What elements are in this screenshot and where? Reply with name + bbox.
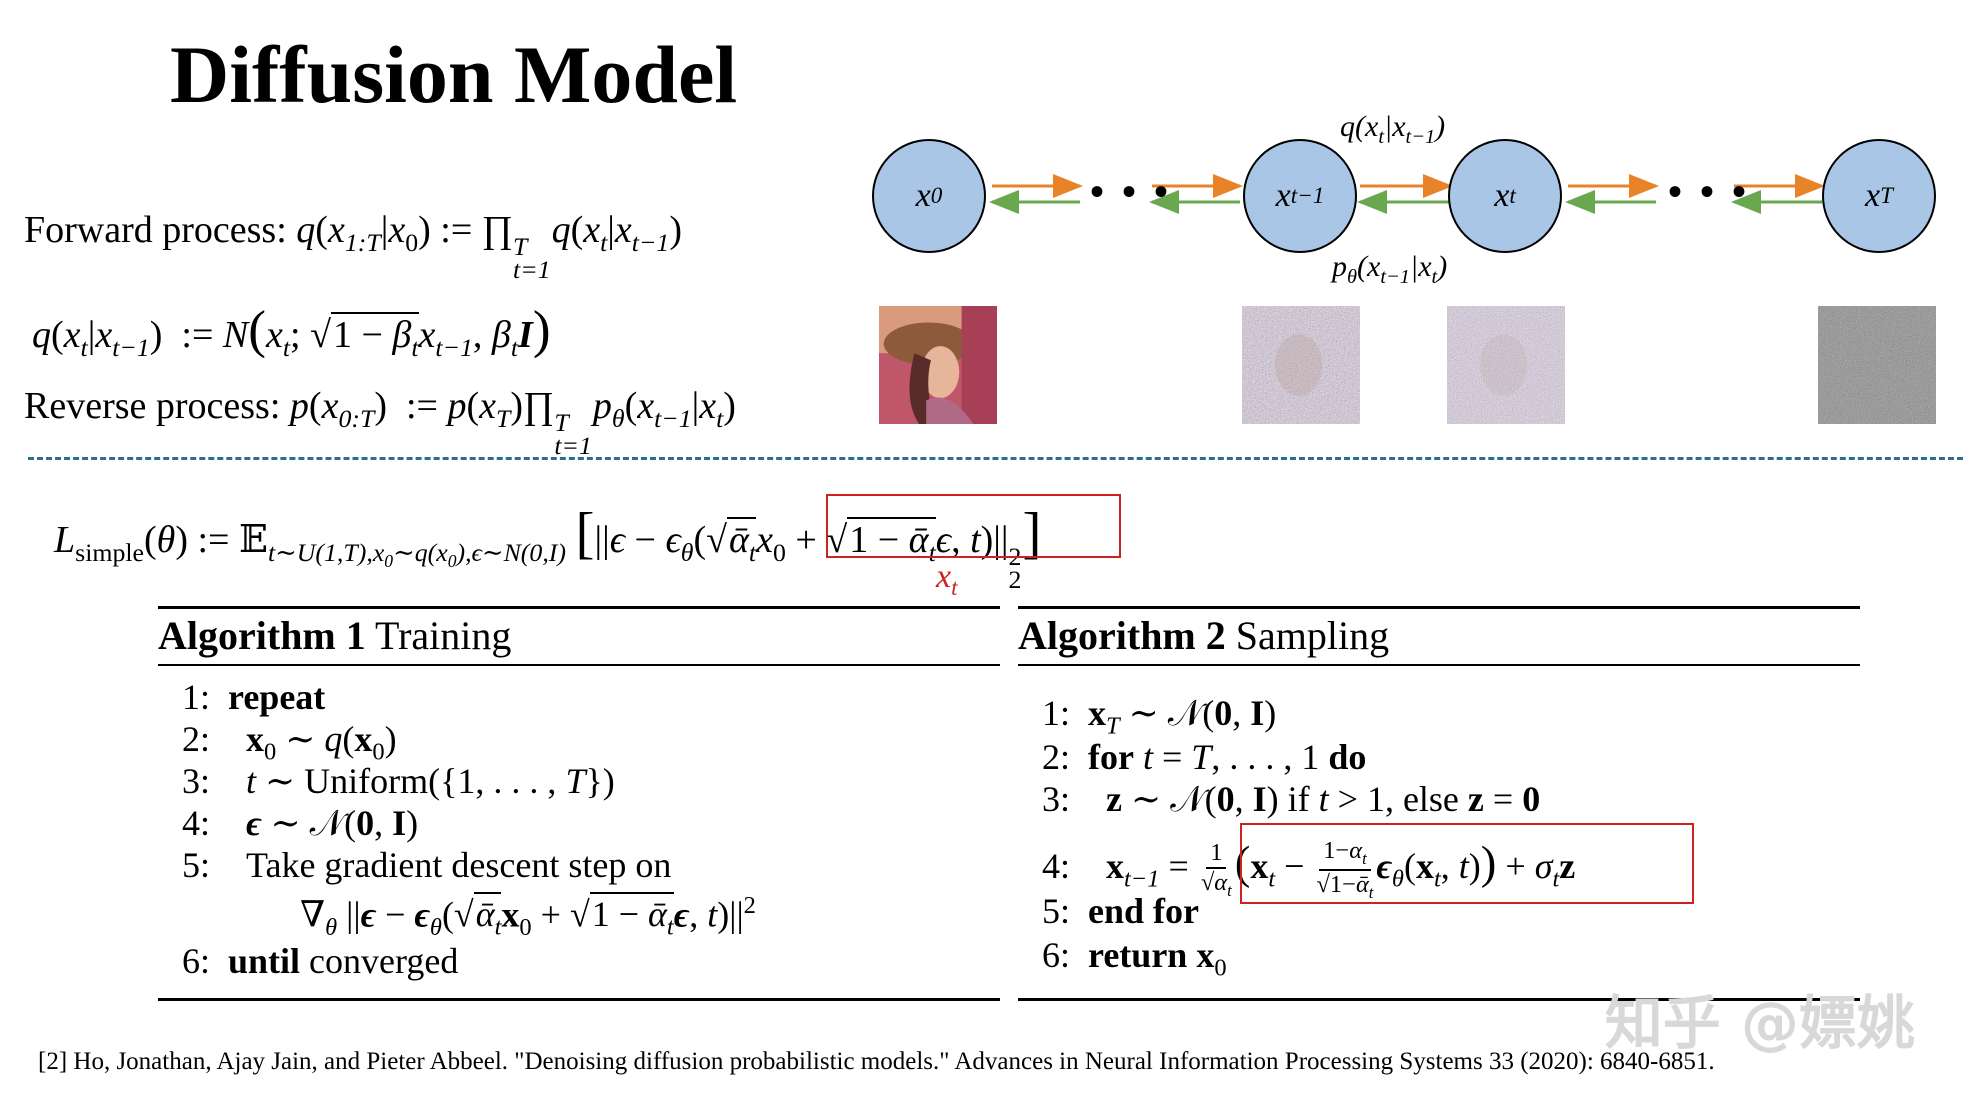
alg1-line-6: 6:until converged	[181, 941, 459, 981]
alg1-line-4: 4: ϵ ∼ 𝒩(0, I)	[181, 803, 419, 843]
forward-edge-label: q(xt|xt−1)	[1340, 110, 1446, 149]
alg1-title-bold: Algorithm 1	[158, 613, 366, 658]
noisy-image-thumbnail-t	[1447, 306, 1565, 424]
chain-ellipsis-right: • • •	[1668, 169, 1751, 214]
alg2-line-6: 6:return x0	[1041, 935, 1227, 982]
alg2-line-3: 3: z ∼ 𝒩(0, I) if t > 1, else z = 0	[1041, 779, 1541, 819]
alg1-line-5-gradient: ∇θ ||ϵ − ϵθ(√ᾱtx0 + √1 − ᾱtϵ, t)||2	[300, 892, 756, 942]
alg1-title-rest: Training	[375, 613, 512, 658]
highlight-box-xt	[826, 494, 1121, 558]
section-divider	[28, 457, 1963, 460]
highlight-box-update	[1240, 823, 1694, 904]
alg2-top-rule	[1018, 606, 1860, 609]
alg2-line-2: 2:for t = T, . . . , 1 do	[1041, 737, 1367, 777]
forward-process-label: Forward process:	[24, 209, 287, 251]
alg1-title: Algorithm 1 Training	[158, 612, 511, 659]
reverse-edge-label: pθ(xt−1|xt)	[1332, 250, 1448, 289]
highlight-label-xt: xt	[936, 558, 958, 602]
alg1-top-rule	[158, 606, 1000, 609]
clean-image-thumbnail	[879, 306, 997, 424]
watermark: 知乎 @嫖姚	[1604, 989, 1915, 1057]
simple-loss-equation: Lsimple(θ) := 𝔼t∼U(1,T),x0∼q(x0),ϵ∼N(0,I…	[54, 502, 1042, 595]
alg2-title-rest: Sampling	[1235, 613, 1390, 658]
reverse-process-label: Reverse process:	[24, 385, 281, 427]
alg2-line-1: 1:xT ∼ 𝒩(0, I)	[1041, 693, 1277, 740]
chain-ellipsis-left: • • •	[1090, 169, 1173, 214]
alg2-line-5: 5:end for	[1041, 891, 1199, 931]
page-title: Diffusion Model	[170, 29, 738, 120]
alg2-title-rule	[1018, 664, 1860, 666]
alg2-title-bold: Algorithm 2	[1018, 613, 1226, 658]
chain-arrows	[989, 174, 1825, 214]
alg1-title-rule	[158, 664, 1000, 666]
alg1-line-3: 3: t ∼ Uniform({1, . . . , T})	[181, 761, 615, 801]
alg2-bottom-rule	[1018, 998, 1860, 1001]
forward-step-equation: q(xt|xt−1) := N(xt; √1 − βtxt−1, βtI)	[32, 300, 551, 363]
pure-noise-image-thumbnail	[1818, 306, 1936, 424]
alg1-line-1: 1:repeat	[181, 677, 326, 717]
noisy-image-thumbnail-t-minus-1	[1242, 306, 1360, 424]
alg1-line-5: 5: Take gradient descent step on	[181, 845, 672, 885]
alg1-line-2: 2: x0 ∼ q(x0)	[181, 719, 397, 766]
alg1-bottom-rule	[158, 998, 1000, 1001]
citation: [2] Ho, Jonathan, Ajay Jain, and Pieter …	[38, 1048, 1715, 1075]
alg2-title: Algorithm 2 Sampling	[1018, 612, 1389, 659]
